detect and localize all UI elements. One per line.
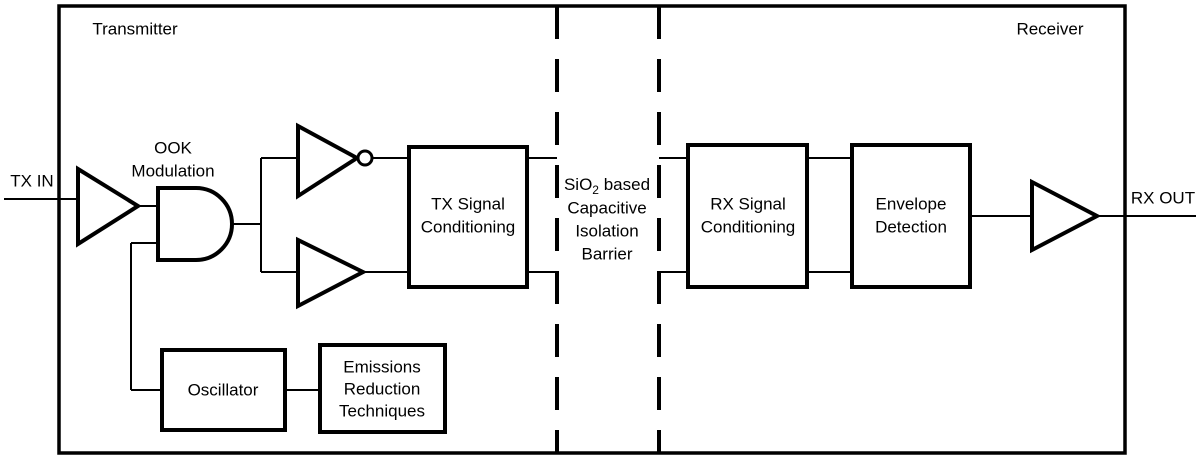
block-label-envelope-detection-line2: Detection <box>875 217 947 236</box>
block-label-envelope-detection-line1: Envelope <box>876 194 947 213</box>
region-label-transmitter: Transmitter <box>92 19 178 38</box>
block-label-rx-signal-conditioning-line2: Conditioning <box>701 217 796 236</box>
block-label-tx-signal-conditioning-line2: Conditioning <box>421 217 516 236</box>
annotation-barrier-line1: SiO2 based <box>564 175 650 197</box>
device-outline <box>57 4 1127 455</box>
block-tx-signal-conditioning <box>407 145 529 289</box>
and-gate <box>156 186 234 262</box>
annotation-barrier-line4: Barrier <box>581 244 632 263</box>
annotation-barrier-line2: Capacitive <box>567 198 646 217</box>
block-rx-signal-conditioning <box>686 143 809 289</box>
annotation-ook-line1: OOK <box>154 138 192 157</box>
annotation-ook-line2: Modulation <box>131 161 214 180</box>
block-label-tx-signal-conditioning-line1: TX Signal <box>431 194 505 213</box>
block-envelope-detection <box>850 143 972 289</box>
port-label-tx-in: TX IN <box>10 171 53 190</box>
annotation-barrier-line3: Isolation <box>575 221 638 240</box>
port-label-rx-out: RX OUT <box>1131 188 1195 207</box>
barrier-sio-text: SiO <box>564 175 592 194</box>
tx-inverter-gate <box>296 122 361 200</box>
block-emissions-reduction <box>318 343 447 434</box>
region-label-receiver: Receiver <box>1016 19 1083 38</box>
block-label-emissions-reduction-line1: Emissions <box>343 357 420 376</box>
input-buffer-gate <box>76 165 142 248</box>
block-label-rx-signal-conditioning-line1: RX Signal <box>710 194 786 213</box>
block-label-oscillator: Oscillator <box>188 380 259 399</box>
output-buffer-gate <box>1030 178 1102 254</box>
tx-buffer-gate <box>296 236 368 310</box>
barrier-based-text: based <box>599 175 650 194</box>
barrier-subscript-2: 2 <box>592 183 599 197</box>
block-label-emissions-reduction-line3: Techniques <box>339 401 425 420</box>
tx-inverter-bubble-icon <box>356 149 374 167</box>
block-label-emissions-reduction-line2: Reduction <box>344 379 421 398</box>
